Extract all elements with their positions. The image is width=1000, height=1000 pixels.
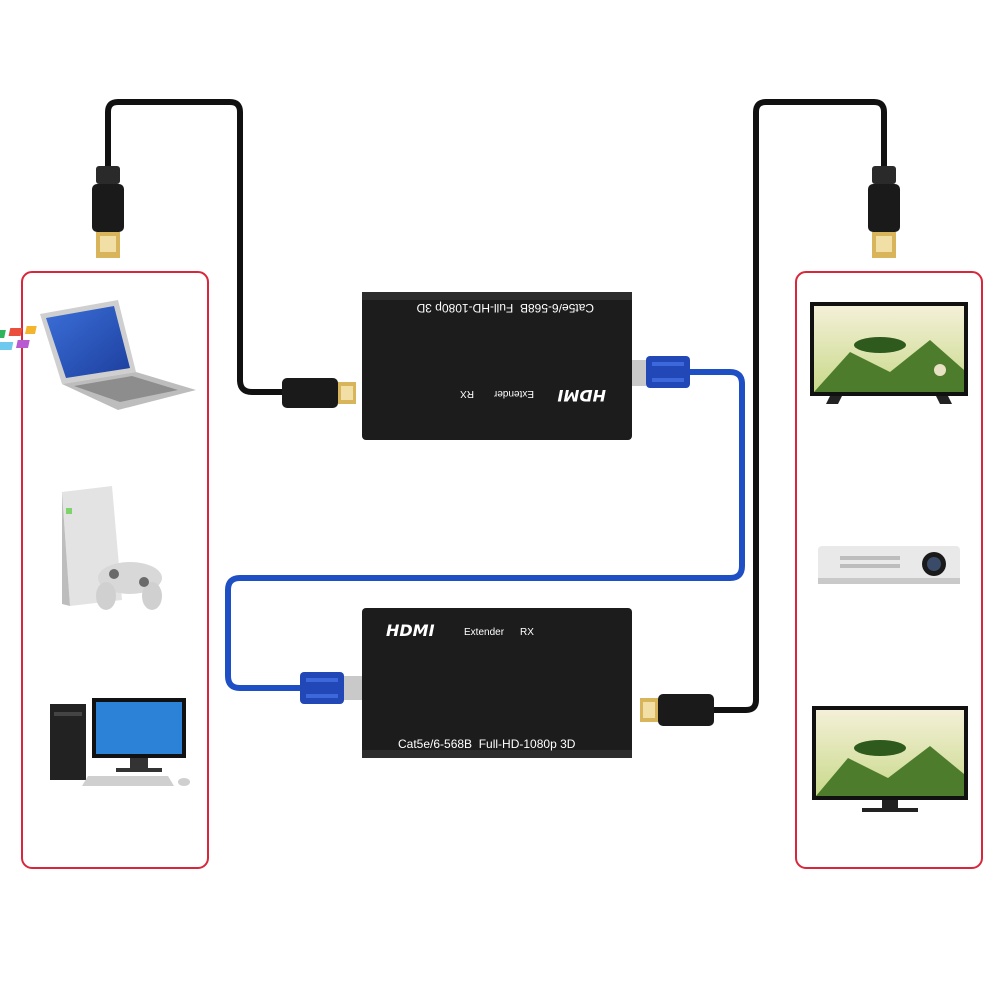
projector-icon xyxy=(818,546,960,584)
receiver-spec-label: Cat5e/6-568B Full-HD-1080p 3D xyxy=(398,737,576,751)
game-console-icon xyxy=(62,486,162,610)
hdmi-plug-source xyxy=(92,166,124,258)
hdmi-cable-display xyxy=(709,99,887,713)
laptop-icon xyxy=(0,300,196,410)
hdmi-plug-display xyxy=(868,166,900,258)
tv-icon xyxy=(810,302,968,404)
transmitter-mode-label: RX xyxy=(460,388,474,399)
display-devices-frame xyxy=(795,271,983,869)
transmitter-product-label: Extender xyxy=(493,388,534,399)
monitor-icon xyxy=(812,706,968,812)
network-cable xyxy=(225,369,745,691)
receiver-brand: HDMI xyxy=(386,621,435,640)
transmitter-spec-label: Cat5e/6-568B Full-HD-1080p 3D xyxy=(416,301,594,315)
transmitter-unit: HDMI Extender RX Cat5e/6-568B Full-HD-10… xyxy=(282,292,690,440)
source-devices-frame xyxy=(21,271,209,869)
desktop-pc-icon xyxy=(50,698,190,786)
receiver-product-label: Extender xyxy=(464,627,505,638)
receiver-mode-label: RX xyxy=(520,627,534,638)
receiver-unit: HDMI Extender RX Cat5e/6-568B Full-HD-10… xyxy=(300,608,714,758)
transmitter-brand: HDMI xyxy=(557,386,606,405)
hdmi-cable-source xyxy=(105,99,285,395)
